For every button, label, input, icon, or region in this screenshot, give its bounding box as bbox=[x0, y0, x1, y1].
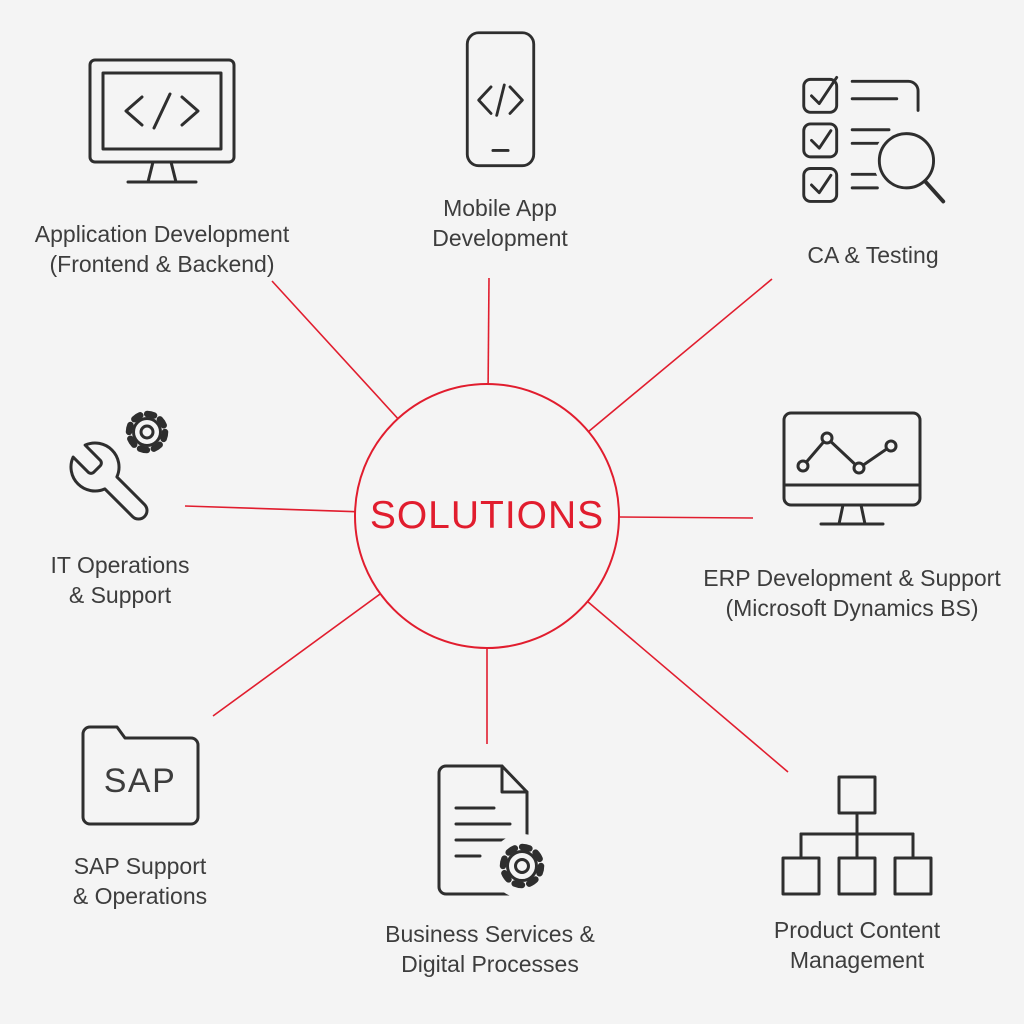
node-label: Business Services & Digital Processes bbox=[385, 921, 595, 978]
node-application-development: Application Development (Frontend & Back… bbox=[10, 52, 314, 280]
node-mobile-app-development: Mobile App Development bbox=[350, 28, 650, 254]
node-label: SAP Support & Operations bbox=[72, 853, 208, 910]
gear-icon bbox=[125, 410, 169, 454]
monitor-chart-icon bbox=[782, 411, 922, 526]
node-ca-testing: CA & Testing bbox=[723, 60, 1023, 270]
document-gear-icon bbox=[437, 764, 554, 898]
node-label: ERP Development & Support (Microsoft Dyn… bbox=[703, 565, 1001, 622]
node-erp-development: ERP Development & Support (Microsoft Dyn… bbox=[682, 406, 1022, 624]
node-label: CA & Testing bbox=[807, 242, 939, 268]
phone-code-icon bbox=[465, 31, 535, 168]
checklist-magnifier-icon bbox=[801, 75, 945, 204]
node-label: Product Content Management bbox=[773, 917, 941, 974]
node-label: IT Operations & Support bbox=[50, 552, 190, 609]
node-it-operations: IT Operations & Support bbox=[0, 400, 240, 611]
gear-icon bbox=[490, 834, 554, 898]
hierarchy-icon bbox=[781, 775, 933, 896]
node-business-services: Business Services & Digital Processes bbox=[340, 756, 640, 980]
monitor-code-icon bbox=[88, 58, 236, 184]
sap-folder-text: SAP bbox=[103, 762, 176, 800]
hub-label: SOLUTIONS bbox=[369, 494, 605, 537]
sap-folder-icon: SAP bbox=[81, 725, 199, 826]
node-label: Application Development (Frontend & Back… bbox=[34, 221, 290, 278]
node-product-content: Product Content Management bbox=[717, 772, 997, 976]
node-label: Mobile App Development bbox=[432, 195, 568, 252]
solutions-hub: SOLUTIONS bbox=[354, 383, 620, 649]
node-sap-support: SAP SAP Support & Operations bbox=[10, 714, 270, 912]
wrench-icon bbox=[71, 443, 147, 519]
wrench-gear-icon bbox=[50, 410, 169, 535]
